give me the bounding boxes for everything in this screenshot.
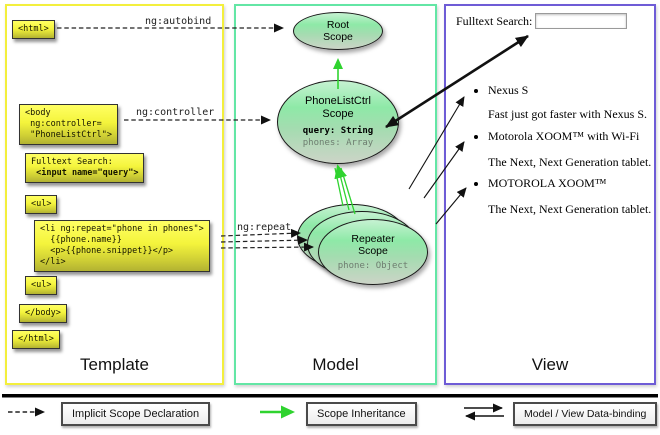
- bullet-icon: [474, 182, 478, 186]
- code-box-html-close: </html>: [12, 330, 60, 349]
- code-box-ul-close: <ul>: [25, 276, 58, 295]
- phone-item-desc: The Next, Next Generation tablet.: [488, 202, 652, 216]
- input-code-line: <input name="query">: [31, 168, 139, 178]
- phonelistctrl-phones-prop: phones: Array: [302, 138, 374, 148]
- ng-controller-label: ng:controller: [136, 107, 215, 118]
- root-scope-ellipse: Root Scope: [293, 12, 383, 50]
- ng-repeat-label: ng:repeat: [237, 222, 292, 233]
- phone-item-title: Nexus S: [488, 83, 529, 97]
- root-scope-title: Root Scope: [323, 19, 353, 43]
- view-panel-label: View: [531, 355, 569, 374]
- fulltext-search-label: Fulltext Search:: [456, 14, 533, 28]
- legend-scope-inheritance-label: Scope Inheritance: [317, 408, 406, 420]
- phone-item-title: MOTOROLA XOOM™: [488, 176, 607, 190]
- legend-implicit-scope-box: Implicit Scope Declaration: [61, 402, 211, 426]
- legend-implicit-scope-label: Implicit Scope Declaration: [72, 408, 200, 420]
- legend-separator-line: [2, 394, 658, 398]
- code-box-html-open: <html>: [12, 20, 55, 39]
- bullet-icon: [474, 135, 478, 139]
- repeater-scope-title: Repeater Scope: [351, 232, 395, 257]
- code-box-body-open: <body ng:controller= "PhoneListCtrl">: [19, 104, 118, 145]
- legend-databinding-label: Model / View Data-binding: [524, 408, 647, 420]
- code-box-fulltext: Fulltext Search: <input name="query">: [25, 153, 145, 183]
- legend-databinding-box: Model / View Data-binding: [513, 402, 658, 426]
- search-input[interactable]: [535, 13, 627, 29]
- phone-item-desc: The Next, Next Generation tablet.: [488, 155, 652, 169]
- repeater-phone-prop: phone: Object: [337, 260, 409, 271]
- model-panel-label: Model: [312, 355, 359, 374]
- bullet-icon: [474, 89, 478, 93]
- legend-scope-inheritance-box: Scope Inheritance: [306, 402, 417, 426]
- phonelistctrl-query-prop: query: String: [302, 126, 374, 136]
- ng-autobind-label: ng:autobind: [145, 16, 212, 27]
- phonelistctrl-scope-ellipse: PhoneListCtrl Scope query: String phones…: [277, 80, 399, 164]
- phonelistctrl-scope-title: PhoneListCtrl Scope: [304, 95, 372, 120]
- phone-item-title: Motorola XOOM™ with Wi-Fi: [488, 129, 640, 143]
- code-box-body-close: </body>: [19, 304, 67, 323]
- view-panel: View: [444, 4, 656, 385]
- repeater-scope-ellipse: Repeater Scope phone: Object: [318, 219, 428, 285]
- template-panel-label: Template: [80, 355, 149, 374]
- code-box-li-repeat: <li ng:repeat="phone in phones"> {{phone…: [34, 220, 210, 272]
- model-panel: Model: [234, 4, 437, 385]
- phone-item-desc: Fast just got faster with Nexus S.: [488, 107, 647, 121]
- fulltext-label-line: Fulltext Search:: [31, 157, 113, 167]
- code-box-ul-open: <ul>: [25, 195, 58, 214]
